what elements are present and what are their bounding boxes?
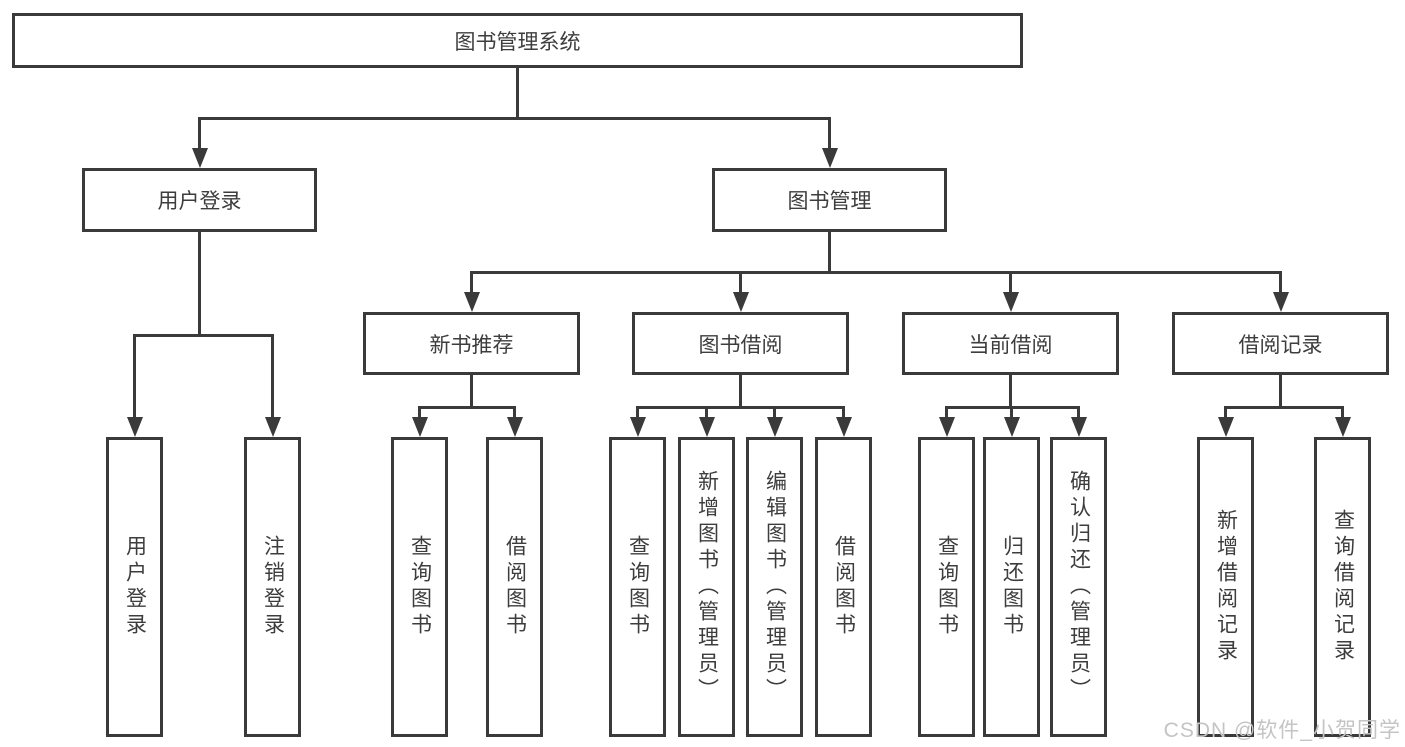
node-label: 图书管理 — [787, 190, 872, 213]
connector-horizontal-line — [1224, 405, 1344, 409]
connector-vertical-line — [739, 375, 742, 407]
connector-vertical-line — [773, 407, 776, 423]
node-label: 新增借阅记录 — [1214, 509, 1238, 665]
arrow-down-icon — [264, 417, 281, 437]
arrow-down-icon — [1334, 417, 1351, 437]
node-label: 查询图书 — [408, 535, 432, 639]
leaf-add-books-admin: 新增图书（管理员） — [678, 437, 735, 737]
connector-vertical-line — [828, 118, 831, 154]
connector-vertical-line — [418, 407, 421, 423]
connector-vertical-line — [1077, 407, 1080, 423]
arrow-down-icon — [698, 417, 715, 437]
node-label: 用户登录 — [157, 190, 242, 213]
arrow-down-icon — [629, 417, 646, 437]
connector-vertical-line — [1279, 272, 1282, 298]
node-user-login: 用户登录 — [82, 168, 317, 232]
leaf-borrow-books-recommend: 借阅图书 — [486, 437, 543, 737]
arrow-down-icon — [463, 292, 480, 312]
arrow-down-icon — [126, 417, 143, 437]
node-label: 查询借阅记录 — [1331, 509, 1355, 665]
node-label: 新书推荐 — [429, 333, 514, 357]
arrow-down-icon — [1272, 292, 1289, 312]
connector-vertical-line — [515, 68, 519, 118]
arrow-down-icon — [506, 417, 523, 437]
leaf-confirm-return-admin: 确认归还（管理员） — [1050, 437, 1107, 737]
connector-horizontal-line — [636, 405, 845, 409]
connector-vertical-line — [1279, 375, 1282, 407]
arrow-down-icon — [732, 292, 749, 312]
leaf-query-books-current: 查询图书 — [918, 437, 975, 737]
leaf-edit-books-admin: 编辑图书（管理员） — [746, 437, 803, 737]
node-new-book-recommendation: 新书推荐 — [363, 312, 580, 375]
connector-vertical-line — [1009, 272, 1012, 298]
leaf-query-books-borrow: 查询图书 — [609, 437, 666, 737]
connector-vertical-line — [739, 272, 742, 298]
arrow-down-icon — [1070, 417, 1087, 437]
connector-vertical-line — [133, 335, 136, 423]
node-label: 注销登录 — [261, 535, 285, 639]
arrow-down-icon — [191, 148, 208, 168]
connector-vertical-line — [1224, 407, 1227, 423]
node-label: 当前借阅 — [968, 333, 1053, 357]
connector-vertical-line — [198, 118, 201, 154]
node-book-borrowing: 图书借阅 — [632, 312, 849, 375]
connector-vertical-line — [470, 272, 473, 298]
connector-vertical-line — [945, 407, 948, 423]
node-book-management: 图书管理 — [712, 168, 947, 232]
connector-vertical-line — [470, 375, 473, 407]
connector-vertical-line — [1009, 375, 1012, 407]
connector-vertical-line — [636, 407, 639, 423]
node-label: 编辑图书（管理员） — [763, 470, 787, 704]
connector-vertical-line — [842, 407, 845, 423]
node-label: 确认归还（管理员） — [1067, 470, 1091, 704]
leaf-borrow-books: 借阅图书 — [815, 437, 872, 737]
arrow-down-icon — [766, 417, 783, 437]
node-label: 归还图书 — [1000, 535, 1024, 639]
connector-horizontal-line — [470, 270, 1282, 274]
arrow-down-icon — [411, 417, 428, 437]
connector-vertical-line — [513, 407, 516, 423]
node-label: 新增图书（管理员） — [695, 470, 719, 704]
connector-horizontal-line — [133, 333, 274, 337]
connector-vertical-line — [1010, 407, 1013, 423]
leaf-add-borrow-record: 新增借阅记录 — [1197, 437, 1254, 737]
leaf-user-login: 用户登录 — [106, 437, 163, 737]
arrow-down-icon — [835, 417, 852, 437]
arrow-down-icon — [938, 417, 955, 437]
arrow-down-icon — [1003, 417, 1020, 437]
node-label: 借阅记录 — [1238, 333, 1323, 357]
node-current-borrowing: 当前借阅 — [902, 312, 1119, 375]
arrow-down-icon — [1217, 417, 1234, 437]
node-label: 借阅图书 — [832, 535, 856, 639]
node-label: 图书借阅 — [698, 333, 783, 357]
node-label: 借阅图书 — [503, 535, 527, 639]
node-label: 查询图书 — [626, 535, 650, 639]
connector-vertical-line — [198, 232, 201, 335]
leaf-query-books-recommend: 查询图书 — [391, 437, 448, 737]
node-borrowing-records: 借阅记录 — [1172, 312, 1389, 375]
csdn-watermark: CSDN @软件_小贺同学 — [1163, 719, 1401, 742]
connector-vertical-line — [705, 407, 708, 423]
node-label: 查询图书 — [935, 535, 959, 639]
connector-horizontal-line — [198, 116, 831, 120]
connector-vertical-line — [271, 335, 274, 423]
node-library-system: 图书管理系统 — [12, 13, 1023, 68]
connector-vertical-line — [828, 232, 831, 272]
leaf-return-books: 归还图书 — [983, 437, 1040, 737]
node-label: 用户登录 — [123, 535, 147, 639]
node-label: 图书管理系统 — [454, 30, 581, 54]
arrow-down-icon — [821, 148, 838, 168]
connector-horizontal-line — [418, 405, 516, 409]
arrow-down-icon — [1002, 292, 1019, 312]
connector-vertical-line — [1341, 407, 1344, 423]
leaf-logout: 注销登录 — [244, 437, 301, 737]
leaf-query-borrow-record: 查询借阅记录 — [1314, 437, 1371, 737]
